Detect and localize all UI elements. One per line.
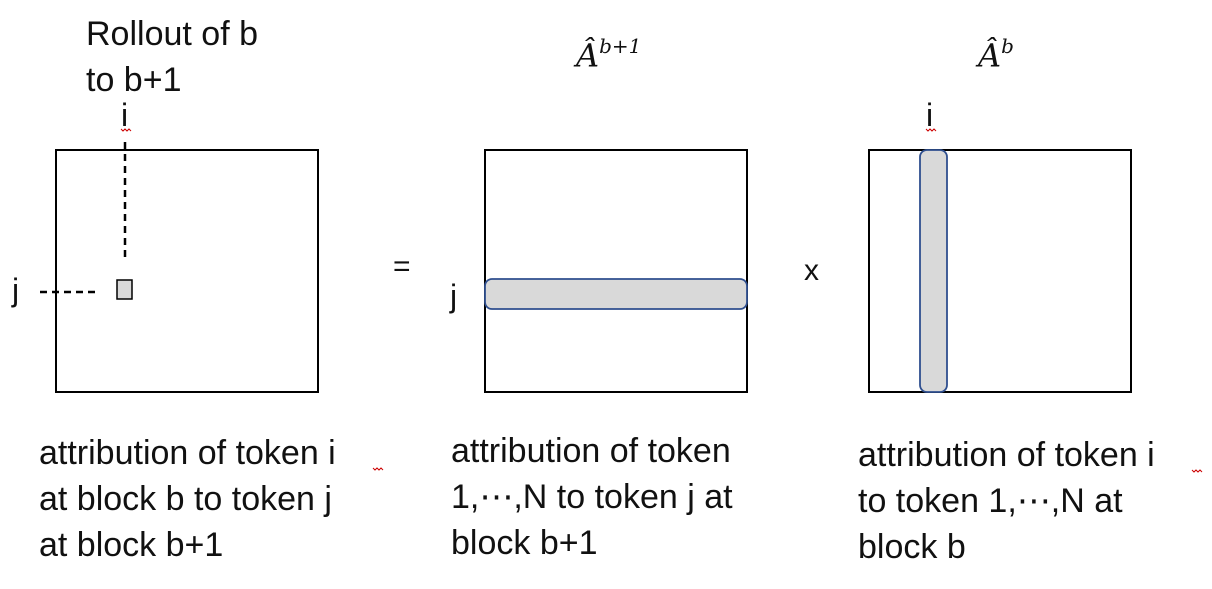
symbol-base: Â <box>978 36 1002 75</box>
rollout-matrix <box>55 149 319 393</box>
symbol-superscript: b+1 <box>599 34 642 58</box>
rollout-title-line-1: Rollout of b <box>86 15 258 53</box>
rollout-title: Rollout of b to b+1 <box>86 11 258 103</box>
left-caption-line-2: at block b to token j <box>39 480 332 518</box>
right-caption-line-3: block b <box>858 528 966 566</box>
symbol-base: Â <box>576 36 600 75</box>
right-caption-line-2: to token 1,⋯,N at <box>858 482 1123 520</box>
rollout-title-line-2: to b+1 <box>86 61 182 99</box>
left-label-j: j <box>12 272 20 308</box>
a-hat-b-plus-1-symbol: Âb+1 <box>576 34 642 75</box>
left-caption-line-1: attribution of token i <box>39 434 336 472</box>
spellcheck-squiggle <box>372 467 384 471</box>
symbol-superscript: b <box>1001 34 1014 58</box>
spellcheck-squiggle <box>925 128 937 132</box>
multiply-sign: x <box>804 254 819 287</box>
spellcheck-squiggle <box>120 128 132 132</box>
right-caption-line-1: attribution of token i <box>858 436 1155 474</box>
middle-caption-line-3: block b+1 <box>451 524 598 562</box>
right-caption: attribution of token i to token 1,⋯,N at… <box>858 432 1155 570</box>
right-label-i: i <box>926 97 934 133</box>
equals-sign: = <box>393 250 411 283</box>
left-caption-line-3: at block b+1 <box>39 526 224 564</box>
spellcheck-squiggle <box>1191 469 1203 473</box>
a-hat-b-plus-1-matrix <box>484 149 748 393</box>
element-ij-cell <box>116 279 133 300</box>
left-caption: attribution of token i at block b to tok… <box>39 430 336 568</box>
middle-label-j: j <box>450 278 458 314</box>
a-hat-b-symbol: Âb <box>978 34 1014 75</box>
left-label-i: i <box>121 97 129 133</box>
middle-caption-line-2: 1,⋯,N to token j at <box>451 478 733 516</box>
a-hat-b-matrix <box>868 149 1132 393</box>
row-j-highlight <box>484 278 748 310</box>
middle-caption-line-1: attribution of token <box>451 432 731 470</box>
middle-caption: attribution of token 1,⋯,N to token j at… <box>451 428 733 566</box>
column-i-highlight <box>919 149 948 393</box>
